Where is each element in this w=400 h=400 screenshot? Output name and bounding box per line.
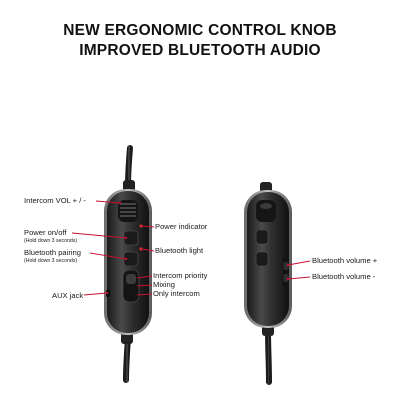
callout-bt-volume-plus: Bluetooth volume + (286, 256, 378, 267)
callout-intercom-vol: Intercom VOL + / - (24, 196, 122, 205)
heading-line-1: NEW ERGONOMIC CONTROL KNOB (63, 22, 337, 39)
front-remote (104, 145, 152, 383)
callout-intercom-priority: Intercom priority (136, 271, 208, 280)
callout-aux-jack: AUX jack (52, 291, 109, 300)
svg-text:AUX jack: AUX jack (52, 291, 83, 300)
mode-slider-switch[interactable] (122, 269, 140, 303)
bluetooth-led (139, 247, 143, 251)
front-bottom-cable (123, 335, 131, 383)
svg-text:Power indicator: Power indicator (155, 222, 208, 231)
callout-power-onoff: Power on/off (Hold down 3 seconds) (24, 228, 128, 244)
svg-text:Bluetooth pairing: Bluetooth pairing (24, 248, 81, 257)
callout-mixing: Mixing (136, 280, 175, 289)
svg-text:Only intercom: Only intercom (153, 289, 200, 298)
back-bottom-cable (265, 327, 272, 385)
svg-text:Bluetooth volume -: Bluetooth volume - (312, 272, 376, 281)
svg-text:Power on/off: Power on/off (24, 228, 67, 237)
svg-text:Bluetooth volume +: Bluetooth volume + (312, 256, 378, 265)
svg-text:Mixing: Mixing (153, 280, 175, 289)
svg-text:Bluetooth light: Bluetooth light (155, 246, 204, 255)
callout-bt-pairing: Bluetooth pairing (Hold down 3 seconds) (24, 248, 128, 264)
svg-text:Intercom VOL + / -: Intercom VOL + / - (24, 196, 86, 205)
svg-text:(Hold down 3 seconds): (Hold down 3 seconds) (24, 258, 77, 264)
back-remote (244, 145, 292, 385)
back-button-1[interactable] (255, 229, 269, 245)
svg-text:(Hold down 3 seconds): (Hold down 3 seconds) (24, 238, 77, 244)
heading-line-2: IMPROVED BLUETOOTH AUDIO (79, 42, 321, 59)
back-button-2[interactable] (255, 251, 269, 267)
intercom-volume-knob[interactable] (118, 200, 138, 222)
callout-bt-light: Bluetooth light (141, 246, 204, 255)
power-indicator-led (139, 224, 143, 228)
callout-only-intercom: Only intercom (136, 289, 200, 298)
svg-text:Intercom priority: Intercom priority (153, 271, 208, 280)
callout-bt-volume-minus: Bluetooth volume - (286, 272, 376, 281)
callout-power-indicator: Power indicator (141, 222, 208, 231)
